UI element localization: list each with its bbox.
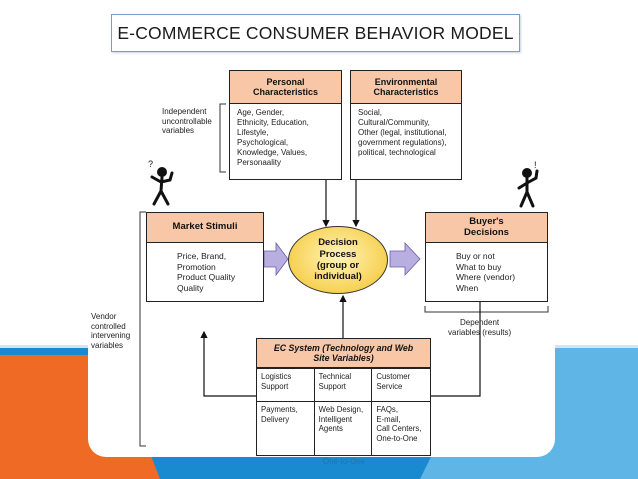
environmental-characteristics-box: Environmental Characteristics Social, Cu…	[350, 70, 462, 180]
vendor-variables-label: Vendor controlled intervening variables	[91, 312, 131, 350]
independent-variables-label: Independent uncontrollable variables	[162, 107, 212, 136]
dependent-variables-label: Dependent variables (results)	[448, 318, 512, 337]
decision-process-ellipse: Decision Process (group or individual)	[288, 226, 388, 294]
line-ecsystem-buyer	[431, 300, 481, 397]
personal-characteristics-body: Age, Gender, Ethnicity, Education, Lifes…	[237, 108, 309, 167]
ec-system-header: EC System (Technology and Web Site Varia…	[257, 339, 430, 368]
market-stimuli-body: Price, Brand, Promotion Product Quality …	[177, 251, 236, 293]
slide-title: E-COMMERCE CONSUMER BEHAVIOR MODEL	[111, 14, 520, 52]
thinking-person-icon: !	[517, 160, 539, 208]
svg-text:!: !	[534, 160, 537, 170]
market-stimuli-header: Market Stimuli	[147, 213, 263, 243]
confused-person-icon: ?	[148, 159, 174, 206]
buyers-decisions-header: Buyer's Decisions	[426, 213, 547, 243]
ec-cell-webdesign: Web Design, Intelligent Agents	[314, 401, 373, 455]
environmental-characteristics-header: Environmental Characteristics	[351, 71, 461, 104]
buyers-decisions-body: Buy or not What to buy Where (vendor) Wh…	[456, 251, 516, 293]
svg-text:?: ?	[148, 159, 153, 169]
market-stimuli-box: Market Stimuli Price, Brand, Promotion P…	[146, 212, 264, 302]
ec-system-grid: Logistics Support Technical Support Cust…	[256, 368, 431, 456]
ec-cell-faqs: FAQs, E-mail, Call Centers, One-to-One	[372, 401, 430, 455]
reflection-text: One-to-One	[322, 457, 366, 466]
arrow-ecsystem-market	[200, 330, 256, 397]
ec-cell-customer: Customer Service	[372, 368, 430, 401]
independent-bracket	[219, 103, 226, 173]
fat-arrow-decision-buyer	[389, 241, 421, 277]
fat-arrow-market-decision	[263, 241, 289, 277]
personal-characteristics-box: Personal Characteristics Age, Gender, Et…	[229, 70, 342, 180]
ec-cell-payments: Payments, Delivery	[257, 401, 315, 455]
vendor-bracket	[139, 211, 146, 447]
buyers-decisions-box: Buyer's Decisions Buy or not What to buy…	[425, 212, 548, 302]
environmental-characteristics-body: Social, Cultural/Community, Other (legal…	[358, 108, 447, 157]
dependent-bracket	[424, 306, 549, 313]
ec-system-header-box: EC System (Technology and Web Site Varia…	[256, 338, 431, 368]
personal-characteristics-header: Personal Characteristics	[230, 71, 341, 104]
ec-cell-technical: Technical Support	[314, 368, 373, 402]
ec-cell-logistics: Logistics Support	[257, 368, 315, 402]
